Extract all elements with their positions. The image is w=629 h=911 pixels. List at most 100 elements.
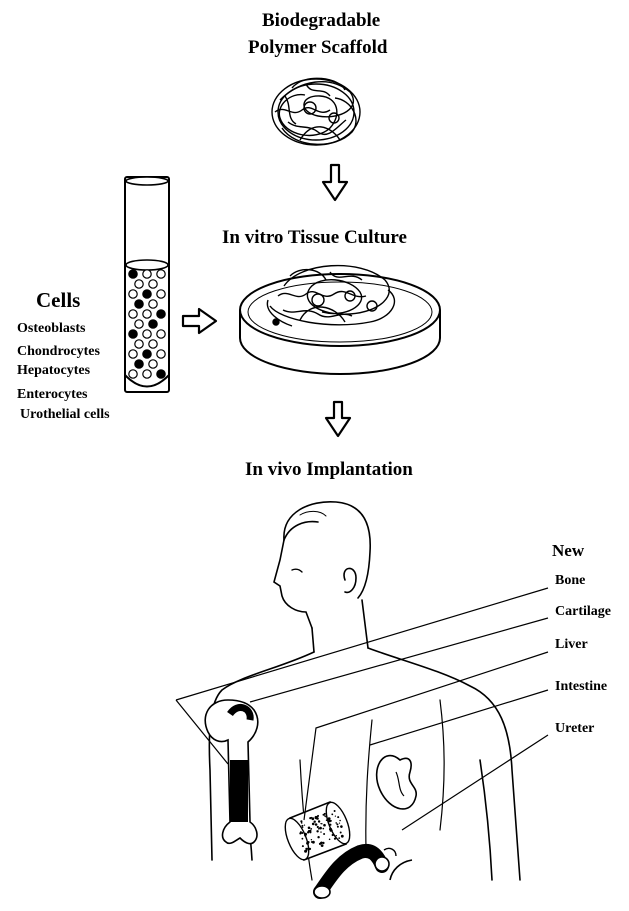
speckle-dot — [319, 827, 322, 830]
speckle-dot — [337, 826, 339, 828]
speckle-dot — [318, 828, 320, 830]
speckle-dot — [338, 837, 340, 839]
intestine-tube — [314, 848, 412, 898]
cell-dot — [129, 270, 137, 278]
speckle-dot — [309, 848, 311, 850]
speckle-dot — [320, 823, 321, 824]
speckle-dot — [308, 827, 311, 830]
cell-dot — [157, 350, 165, 358]
speckle-dot — [336, 823, 338, 825]
speckle-dot — [336, 835, 337, 836]
speckle-dot — [339, 823, 340, 824]
cell-dot — [129, 310, 137, 318]
cell-dot — [149, 360, 157, 368]
cell-dot — [149, 280, 157, 288]
speckle-dot — [329, 839, 331, 841]
speckle-dot — [317, 836, 319, 838]
speckle-dot — [312, 823, 315, 826]
kidney — [377, 756, 417, 809]
liver-scaffold — [280, 799, 354, 863]
speckle-dot — [306, 850, 308, 852]
cell-dot — [129, 370, 137, 378]
speckle-dot — [331, 814, 333, 816]
cell-dot — [135, 320, 143, 328]
speckle-dot — [329, 828, 332, 831]
cell-dot — [157, 290, 165, 298]
speckle-dot — [314, 821, 316, 823]
cell-dot — [143, 370, 151, 378]
cell-dot — [149, 320, 157, 328]
cell-dot — [129, 350, 137, 358]
cell-dot — [129, 330, 137, 338]
speckle-dot — [337, 816, 339, 818]
speckle-dot — [311, 839, 312, 840]
speckle-dot — [302, 838, 304, 840]
test-tube — [125, 177, 169, 392]
arrow-right — [183, 309, 216, 333]
cell-dot — [143, 330, 151, 338]
human-figure — [209, 502, 520, 880]
cell-dot — [135, 360, 143, 368]
speckle-dot — [315, 816, 318, 819]
speckle-dot — [329, 824, 331, 826]
arrow-down-1 — [323, 165, 347, 200]
speckle-dot — [323, 814, 325, 816]
speckle-dot — [299, 832, 301, 834]
speckle-dot — [323, 824, 326, 827]
speckle-dot — [316, 830, 318, 832]
speckle-dot — [334, 838, 336, 840]
leader-liver — [304, 652, 548, 820]
speckle-dot — [322, 842, 324, 844]
speckle-dot — [301, 822, 303, 824]
cell-dot — [135, 340, 143, 348]
speckle-dot — [326, 819, 328, 821]
cell-dot — [129, 290, 137, 298]
petri-dish — [240, 266, 440, 374]
speckle-dot — [332, 834, 334, 836]
leader-ureter — [402, 735, 548, 830]
cell-dot — [135, 280, 143, 288]
cell-dot — [149, 300, 157, 308]
speckle-dot — [319, 843, 321, 845]
speckle-dot — [315, 823, 318, 826]
speckle-dot — [323, 833, 325, 835]
speckle-dot — [323, 828, 325, 830]
speckle-dot — [311, 817, 312, 818]
bone-implant — [205, 700, 258, 844]
speckle-dot — [317, 826, 319, 828]
arrow-down-2 — [326, 402, 350, 436]
cell-dot — [157, 330, 165, 338]
cell-dot — [135, 300, 143, 308]
polymer-scaffold — [272, 78, 360, 145]
cell-dot — [143, 290, 151, 298]
speckle-dot — [340, 832, 342, 834]
speckle-dot — [301, 832, 303, 834]
speckle-dot — [320, 831, 321, 832]
speckle-dot — [328, 820, 331, 823]
speckle-dot — [325, 816, 327, 818]
speckle-dot — [306, 842, 309, 845]
cell-dot — [143, 310, 151, 318]
speckle-dot — [339, 820, 341, 822]
speckle-dot — [311, 841, 313, 843]
cell-dot — [157, 270, 165, 278]
cell-dot — [143, 350, 151, 358]
speckle-dot — [335, 816, 336, 817]
cell-dot — [157, 370, 165, 378]
speckle-dot — [309, 830, 310, 831]
speckle-dot — [318, 820, 320, 822]
cell-dot — [143, 270, 151, 278]
speckle-dot — [321, 844, 324, 847]
speckle-dot — [341, 835, 344, 838]
speckle-dot — [302, 845, 304, 847]
speckle-dot — [341, 827, 342, 828]
speckle-dot — [304, 835, 306, 837]
speckle-dot — [310, 828, 312, 830]
speckle-dot — [301, 825, 303, 827]
speckle-dot — [335, 822, 337, 824]
speckle-dot — [302, 827, 303, 828]
speckle-dot — [334, 810, 336, 812]
speckle-dot — [304, 825, 305, 826]
cell-dot — [149, 340, 157, 348]
